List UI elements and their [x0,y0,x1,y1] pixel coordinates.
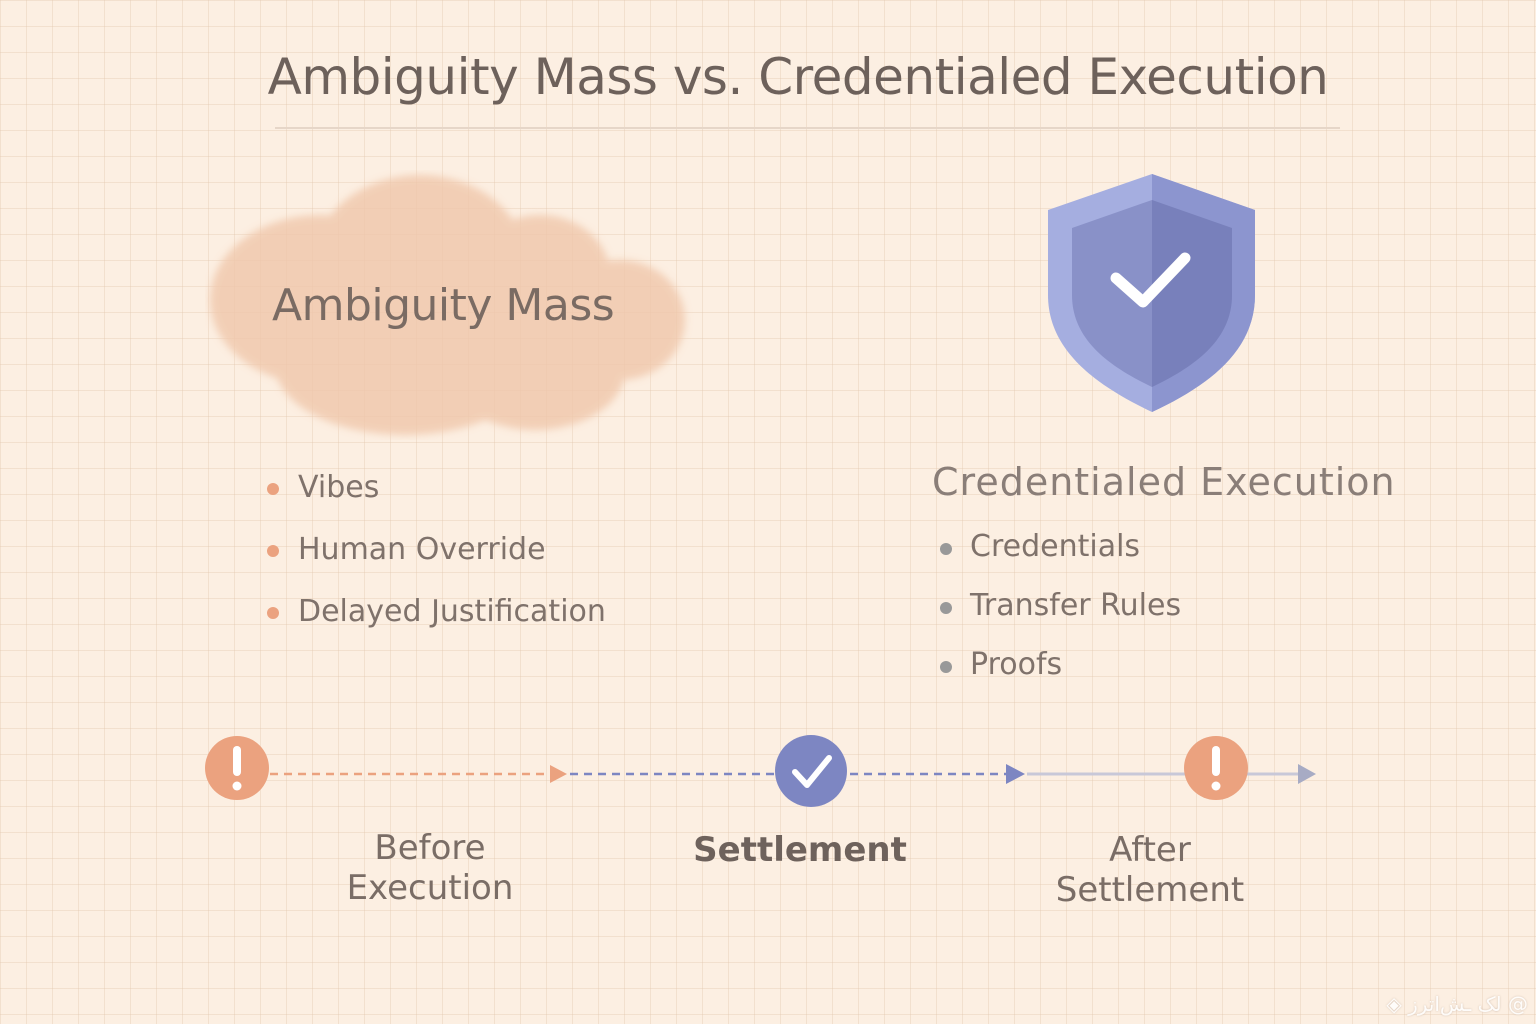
exclamation-icon [1184,736,1248,800]
list-item: Credentials [970,529,1141,564]
stage-label: Settlement [1055,870,1245,910]
stage-label: Settlement [693,830,907,870]
list-item: Transfer Rules [970,588,1182,623]
list-item: Delayed Justification [298,594,606,629]
arrow-icon [1006,764,1025,784]
stage-after-settlement: After Settlement [1040,830,1260,910]
arrow-icon [1298,764,1316,784]
credentialed-execution-heading: Credentialed Execution [932,460,1396,504]
stage-label: After [1109,830,1191,870]
check-icon [775,735,847,807]
page-title: Ambiguity Mass vs. Credentialed Executio… [267,48,1329,106]
list-item: Proofs [970,647,1063,682]
list-item: Vibes [298,470,380,505]
bullet-icon [940,661,952,673]
title-divider [275,127,1340,129]
stage-label: Execution [346,868,514,908]
diamond-logo-icon: ◈ [1386,992,1409,1016]
bullet-icon [267,483,279,495]
exclamation-icon [205,736,269,800]
stage-label: Before [374,828,486,868]
shield-check-icon [1048,174,1255,412]
bullet-icon [267,545,279,557]
cloud-shape [210,175,685,435]
list-item: Human Override [298,532,546,567]
arrow-icon [550,765,567,783]
ambiguity-mass-label: Ambiguity Mass [272,280,615,331]
stage-settlement: Settlement [680,830,920,870]
timeline [205,735,1316,807]
bullet-icon [940,543,952,555]
stage-before-execution: Before Execution [330,828,530,908]
watermark-text: لک ـش‌اترز @ [1408,992,1528,1016]
bullet-icon [267,607,279,619]
bullet-icon [940,602,952,614]
watermark: ◈ لک ـش‌اترز @ [1386,992,1528,1016]
